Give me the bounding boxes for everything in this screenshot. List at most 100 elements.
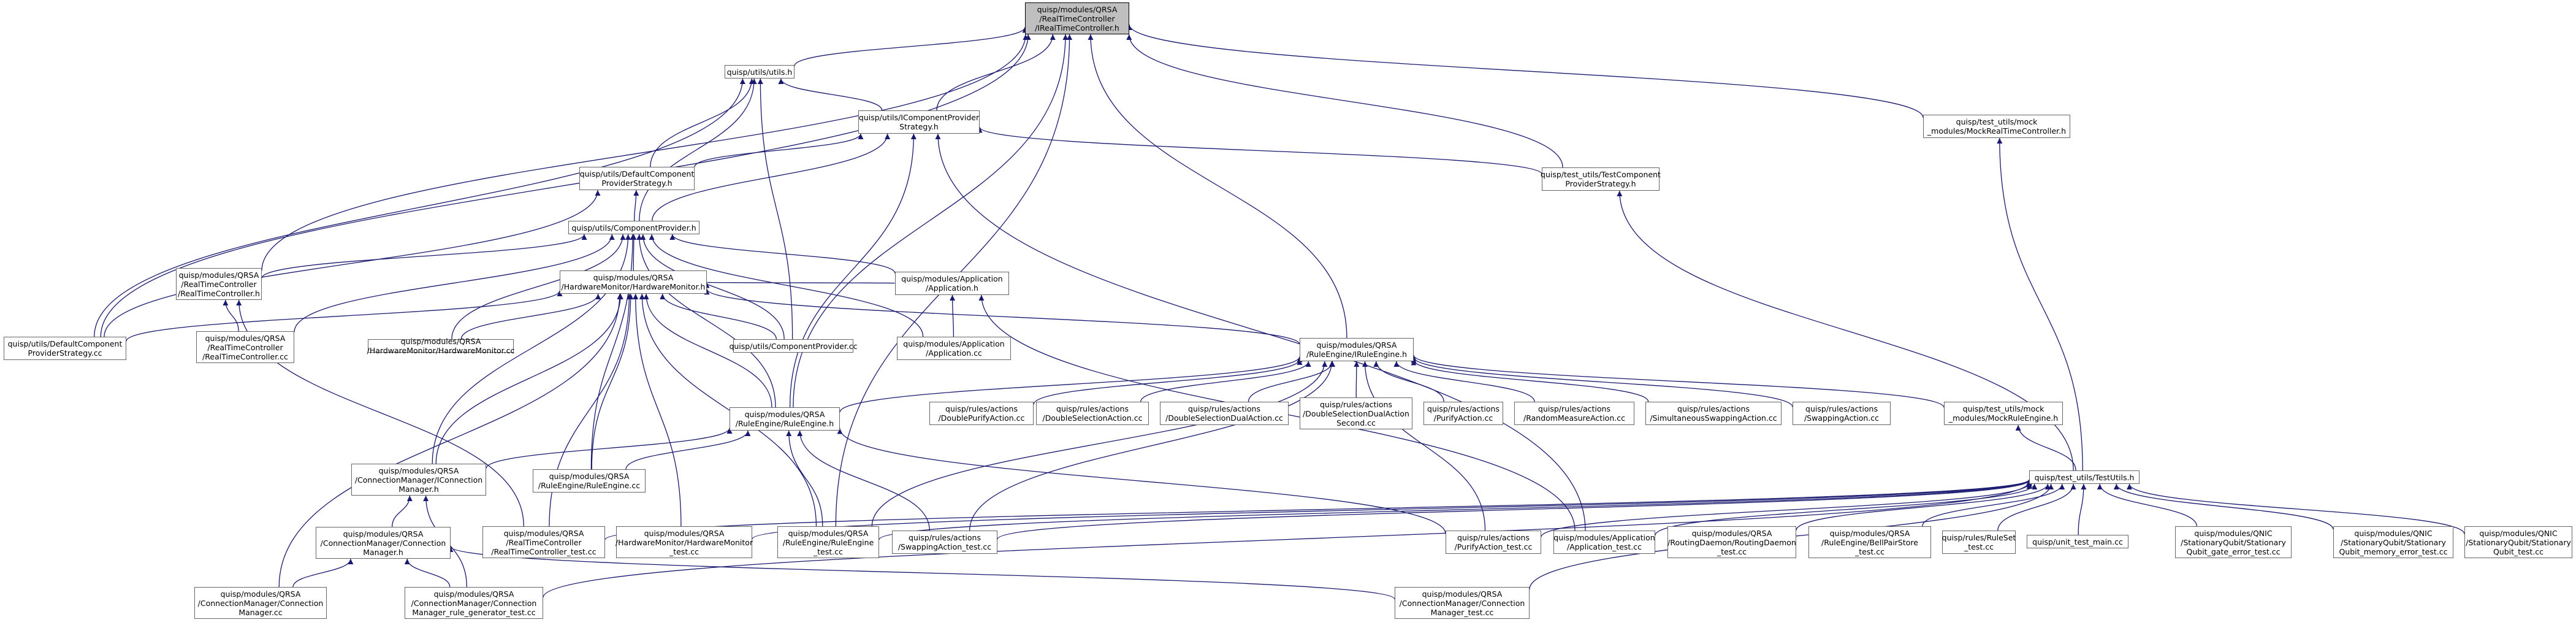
dependency-edge — [878, 480, 2032, 540]
node-mockrealtimecontroller-h[interactable]: quisp/test_utils/mock_modules/MockRealTi… — [1923, 115, 2070, 138]
node-routingdaemon-test-cc[interactable]: quisp/modules/QRSA/RoutingDaemon/Routing… — [1667, 526, 1796, 558]
node-label-line: quisp/rules/actions — [1805, 404, 1878, 413]
node-label-line: quisp/modules/QRSA — [1422, 589, 1503, 599]
node-label-line: quisp/modules/QRSA — [1316, 340, 1397, 350]
dependency-edge — [1541, 483, 2032, 537]
dependency-edge — [1088, 34, 1347, 339]
node-label-line: quisp/utils/DefaultComponent — [7, 339, 123, 348]
node-label-line: /RuleEngine/IRuleEngine.h — [1306, 350, 1408, 359]
node-stationaryqubit-memory-error-test-cc[interactable]: quisp/modules/QNIC/StationaryQubit/Stati… — [2333, 526, 2453, 558]
dependency-edge — [1126, 34, 1563, 168]
node-label-line: /RuleEngine/BellPairStore — [1821, 537, 1918, 547]
node-purifyaction-cc[interactable]: quisp/rules/actions/PurifyAction.cc — [1423, 402, 1503, 425]
node-label-line: /ConnectionManager/Connection — [411, 598, 537, 608]
node-purifyaction-test-cc[interactable]: quisp/rules/actions/PurifyAction_test.cc — [1446, 531, 1541, 554]
node-label-line: Manager_test.cc — [1430, 607, 1494, 617]
node-doubleselectionaction-cc[interactable]: quisp/rules/actions/DoubleSelectionActio… — [1036, 402, 1149, 425]
node-label-line: /RandomMeasureAction.cc — [1523, 413, 1625, 423]
node-ruleengine-h[interactable]: quisp/modules/QRSA/RuleEngine/RuleEngine… — [730, 407, 840, 431]
dependency-edge — [1033, 359, 1303, 405]
node-label-line: /PurifyAction.cc — [1433, 413, 1493, 423]
node-swappingaction-cc[interactable]: quisp/rules/actions/SwappingAction.cc — [1793, 402, 1891, 425]
node-label-line: /StationaryQubit/Stationary — [2466, 537, 2571, 547]
dependency-edge — [1411, 357, 1793, 407]
node-label-line: quisp/modules/QRSA — [400, 337, 481, 346]
node-label-line: quisp/utils/utils.h — [726, 67, 793, 77]
node-label-line: /IRealTimeController.h — [1035, 23, 1119, 33]
node-randommeasureaction-cc[interactable]: quisp/rules/actions/RandomMeasureAction.… — [1514, 402, 1634, 425]
node-label-line: Qubit_test.cc — [2493, 546, 2544, 556]
node-componentprovider-cc[interactable]: quisp/utils/ComponentProvider.cc — [729, 339, 858, 353]
dependency-edge — [261, 34, 1029, 271]
dependency-edge — [451, 234, 626, 340]
dependency-edge — [969, 361, 1335, 531]
dependency-edge — [649, 234, 924, 337]
dependency-edge — [797, 430, 930, 531]
node-application-cc[interactable]: quisp/modules/Application/Application.cc — [897, 337, 1011, 360]
node-label-line: _test.cc — [1717, 546, 1747, 556]
node-utils-h[interactable]: quisp/utils/utils.h — [725, 65, 795, 79]
node-hardwaremonitor-cc[interactable]: quisp/modules/QRSA/HardwareMonitor/Hardw… — [367, 337, 515, 355]
node-ruleengine-cc[interactable]: quisp/modules/QRSA/RuleEngine/RuleEngine… — [533, 469, 646, 493]
node-label-line: /SwappingAction.cc — [1804, 413, 1880, 423]
node-stationaryqubit-gate-error-test-cc[interactable]: quisp/modules/QNIC/StationaryQubit/Stati… — [2175, 526, 2292, 558]
node-application-h[interactable]: quisp/modules/Application/Application.h — [895, 272, 1009, 295]
node-unit-test-main-cc[interactable]: quisp/unit_test_main.cc — [2027, 535, 2128, 548]
node-ruleset-test-cc[interactable]: quisp/rules/RuleSet_test.cc — [1942, 531, 2016, 554]
dependency-edge — [633, 190, 639, 221]
node-label-line: quisp/modules/QNIC — [2354, 528, 2433, 538]
dependency-edge — [94, 78, 745, 337]
node-connectionmanager-h[interactable]: quisp/modules/QRSA/ConnectionManager/Con… — [316, 527, 451, 559]
node-componentprovider-h[interactable]: quisp/utils/ComponentProvider.h — [568, 221, 699, 234]
dependency-edge — [794, 27, 1028, 66]
node-label-line: _test.cc — [669, 546, 699, 556]
dependency-edge — [652, 133, 891, 221]
node-hardwaremonitor-h[interactable]: quisp/modules/QRSA/HardwareMonitor/Hardw… — [560, 270, 707, 294]
node-connectionmanager-rule-generator-test-cc[interactable]: quisp/modules/QRSA/ConnectionManager/Con… — [405, 587, 543, 619]
node-connectionmanager-test-cc[interactable]: quisp/modules/QRSA/ConnectionManager/Con… — [1395, 587, 1530, 619]
node-label-line: /ConnectionManager/IConnection — [354, 475, 483, 485]
dependency-edge — [997, 480, 2032, 540]
node-label-line: quisp/test_utils/TestComponent — [1541, 170, 1661, 179]
node-realtimecontroller-cc[interactable]: quisp/modules/QRSA/RealTimeController/Re… — [196, 331, 294, 363]
dependency-edge — [660, 293, 777, 340]
dependency-edge — [793, 34, 1069, 408]
node-iruleengine-h[interactable]: quisp/modules/QRSA/RuleEngine/IRuleEngin… — [1300, 338, 1414, 361]
node-iconnectionmanager-h[interactable]: quisp/modules/QRSA/ConnectionManager/ICo… — [351, 464, 486, 496]
node-label-line: quisp/test_utils/TestUtils.h — [2034, 472, 2135, 482]
node-label-line: Manager_rule_generator_test.cc — [412, 607, 536, 617]
node-label-line: _modules/MockRuleEngine.h — [1948, 413, 2059, 423]
node-label-line: quisp/utils/DefaultComponent — [579, 169, 695, 178]
node-label-line: Strategy.h — [899, 122, 939, 131]
node-realtimecontroller-test-cc[interactable]: quisp/modules/QRSA/RealTimeController/Re… — [482, 526, 605, 558]
node-doublepurifyaction-cc[interactable]: quisp/rules/actions/DoublePurifyAction.c… — [929, 402, 1034, 425]
node-hardwaremonitor-test-cc[interactable]: quisp/modules/QRSA/HardwareMonitor/Hardw… — [615, 526, 753, 558]
node-ruleengine-test-cc[interactable]: quisp/modules/QRSA/RuleEngine/RuleEngine… — [777, 526, 879, 558]
node-label-line: /HardwareMonitor/HardwareMonitor — [615, 537, 753, 547]
node-simultaneousswappingaction-cc[interactable]: quisp/rules/actions/SimultaneousSwapping… — [1645, 402, 1781, 425]
node-realtimecontroller-h[interactable]: quisp/modules/QRSA/RealTimeController/Re… — [176, 268, 262, 300]
node-stationaryqubit-test-cc[interactable]: quisp/modules/QNIC/StationaryQubit/Stati… — [2464, 526, 2572, 558]
node-mockruleengine-h[interactable]: quisp/test_utils/mock_modules/MockRuleEn… — [1944, 402, 2063, 425]
node-label-line: /SimultaneousSwappingAction.cc — [1650, 413, 1777, 423]
node-swappingaction-test-cc[interactable]: quisp/rules/actions/SwappingAction_test.… — [892, 531, 997, 554]
node-label-line: quisp/modules/QRSA — [178, 270, 259, 280]
node-doubleselectiondualactionsecond-cc[interactable]: quisp/rules/actions/DoubleSelectionDualA… — [1300, 397, 1412, 429]
node-doubleselectiondualaction-cc[interactable]: quisp/rules/actions/DoubleSelectionDualA… — [1160, 402, 1289, 425]
node-label-line: /DoubleSelectionDualAction — [1303, 408, 1409, 418]
node-label-line: quisp/unit_test_main.cc — [2032, 537, 2123, 546]
node-label-line: quisp/rules/actions — [909, 533, 981, 542]
dependency-edge — [636, 234, 776, 408]
node-label-line: /ConnectionManager/Connection — [320, 538, 446, 548]
node-label-line: quisp/test_utils/mock — [1962, 404, 2044, 413]
node-connectionmanager-cc[interactable]: quisp/modules/QRSA/ConnectionManager/Con… — [194, 587, 327, 619]
node-application-test-cc[interactable]: quisp/modules/Application/Application_te… — [1553, 531, 1655, 554]
dependency-edge — [1655, 483, 2038, 535]
node-bellpairstore-test-cc[interactable]: quisp/modules/QRSA/RuleEngine/BellPairSt… — [1808, 526, 1931, 558]
node-testutils-h[interactable]: quisp/test_utils/TestUtils.h — [2029, 470, 2140, 484]
